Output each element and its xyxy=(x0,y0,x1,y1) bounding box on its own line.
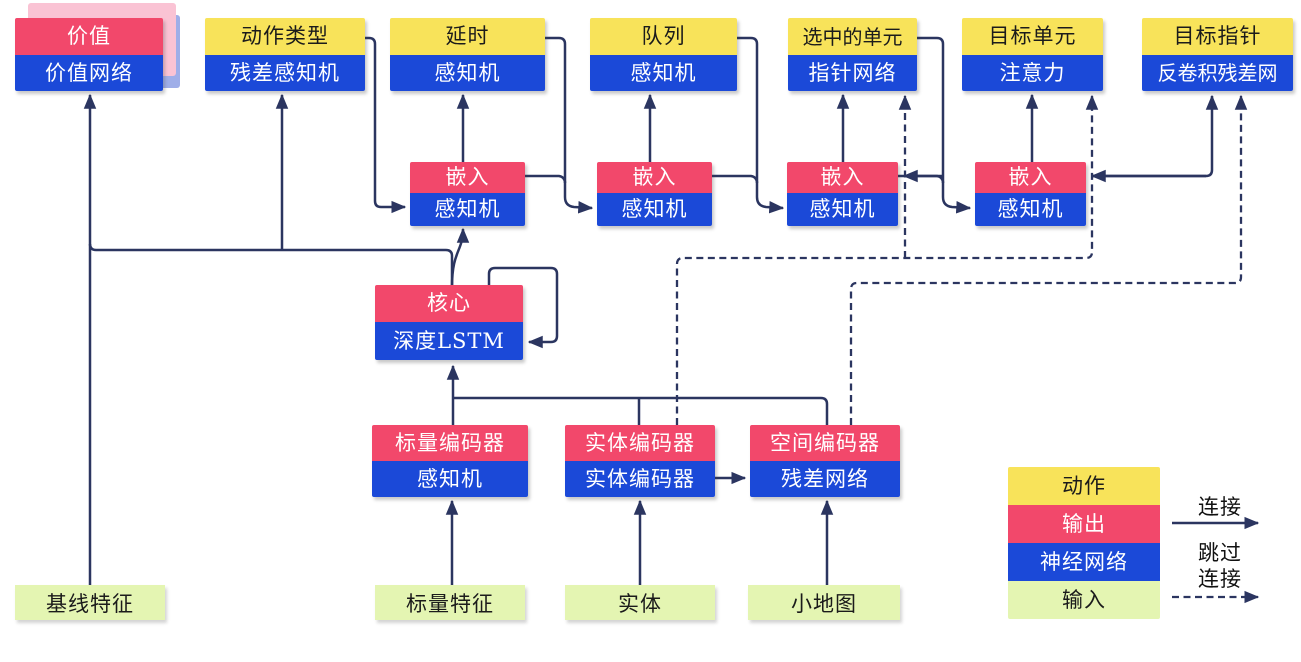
node-embed-1: 嵌入 感知机 xyxy=(410,162,525,226)
node-scalar-encoder-network: 感知机 xyxy=(372,461,528,497)
edge-core-output-left xyxy=(88,243,454,287)
node-core-output: 核心 xyxy=(375,285,523,322)
node-core-network: 深度LSTM xyxy=(375,322,523,360)
node-selected-units-action: 选中的单元 xyxy=(788,18,917,55)
node-value-network: 价值网络 xyxy=(15,55,163,91)
legend-action-swatch: 动作 xyxy=(1008,467,1160,505)
node-target-unit-action: 目标单元 xyxy=(962,18,1103,55)
node-target-unit: 目标单元 注意力 xyxy=(962,18,1103,91)
edge-embed1-out-join xyxy=(525,174,567,184)
node-selected-units-network: 指针网络 xyxy=(788,55,917,91)
node-selected-units: 选中的单元 指针网络 xyxy=(788,18,917,91)
node-embed-4-output: 嵌入 xyxy=(975,162,1086,193)
edge-core-to-embed1 xyxy=(450,227,470,288)
node-embed-4: 嵌入 感知机 xyxy=(975,162,1086,226)
legend-skip-label-line1: 跳过 xyxy=(1198,541,1242,565)
node-action-type: 动作类型 残差感知机 xyxy=(205,18,365,91)
node-target-point-action: 目标指针 xyxy=(1142,18,1293,55)
node-embed-3-output: 嵌入 xyxy=(787,162,898,193)
node-embed-2-network: 感知机 xyxy=(597,193,712,226)
legend-skip-label-line2: 连接 xyxy=(1198,567,1242,591)
node-input-entities: 实体 xyxy=(565,585,715,620)
node-entity-encoder-network: 实体编码器 xyxy=(565,461,715,497)
node-input-baseline-features: 基线特征 xyxy=(15,585,165,620)
legend-network-swatch: 神经网络 xyxy=(1008,543,1160,581)
node-action-type-network: 残差感知机 xyxy=(205,55,365,91)
node-scalar-encoder-output: 标量编码器 xyxy=(372,425,528,461)
node-entity-encoder: 实体编码器 实体编码器 xyxy=(565,425,715,497)
node-queue-action: 队列 xyxy=(590,18,737,55)
node-target-point: 目标指针 反卷积残差网 xyxy=(1142,18,1293,91)
edge-embed3-out-join xyxy=(898,174,945,184)
node-scalar-encoder: 标量编码器 感知机 xyxy=(372,425,528,497)
edge-embed4-to-targetpoint xyxy=(1093,94,1219,178)
legend-input-swatch: 输入 xyxy=(1008,581,1160,619)
node-embed-2-output: 嵌入 xyxy=(597,162,712,193)
node-embed-4-network: 感知机 xyxy=(975,193,1086,226)
legend-connect-label: 连接 xyxy=(1198,495,1242,519)
node-embed-1-network: 感知机 xyxy=(410,193,525,226)
node-input-scalar-features: 标量特征 xyxy=(375,585,525,620)
node-value-output: 价值 xyxy=(15,18,163,55)
node-value: 价值 价值网络 xyxy=(15,18,163,91)
node-entity-encoder-output: 实体编码器 xyxy=(565,425,715,461)
node-queue: 队列 感知机 xyxy=(590,18,737,91)
node-embed-1-output: 嵌入 xyxy=(410,162,525,193)
legend-output-swatch: 输出 xyxy=(1008,505,1160,543)
node-target-unit-network: 注意力 xyxy=(962,55,1103,91)
node-delay-action: 延时 xyxy=(390,18,545,55)
node-embed-2: 嵌入 感知机 xyxy=(597,162,712,226)
node-spatial-encoder-output: 空间编码器 xyxy=(750,425,900,461)
node-core: 核心 深度LSTM xyxy=(375,285,523,360)
node-embed-3-network: 感知机 xyxy=(787,193,898,226)
legend-color-key: 动作 输出 神经网络 输入 xyxy=(1008,467,1160,619)
node-target-point-network: 反卷积残差网 xyxy=(1142,55,1293,91)
node-queue-network: 感知机 xyxy=(590,55,737,91)
edge-queue-to-embed3 xyxy=(737,36,785,214)
node-spatial-encoder-network: 残差网络 xyxy=(750,461,900,497)
edge-spatial-to-core xyxy=(453,396,829,425)
node-input-minimap: 小地图 xyxy=(748,585,900,620)
node-delay: 延时 感知机 xyxy=(390,18,545,91)
node-action-type-action: 动作类型 xyxy=(205,18,365,55)
edge-embed2-out-join xyxy=(712,174,759,184)
node-embed-3: 嵌入 感知机 xyxy=(787,162,898,226)
node-delay-network: 感知机 xyxy=(390,55,545,91)
edge-delay-to-embed2 xyxy=(545,36,594,214)
skip-spatialenc-to-targetpoint xyxy=(849,94,1248,425)
node-spatial-encoder: 空间编码器 残差网络 xyxy=(750,425,900,497)
skip-entityenc-to-targetunit xyxy=(675,94,1099,425)
